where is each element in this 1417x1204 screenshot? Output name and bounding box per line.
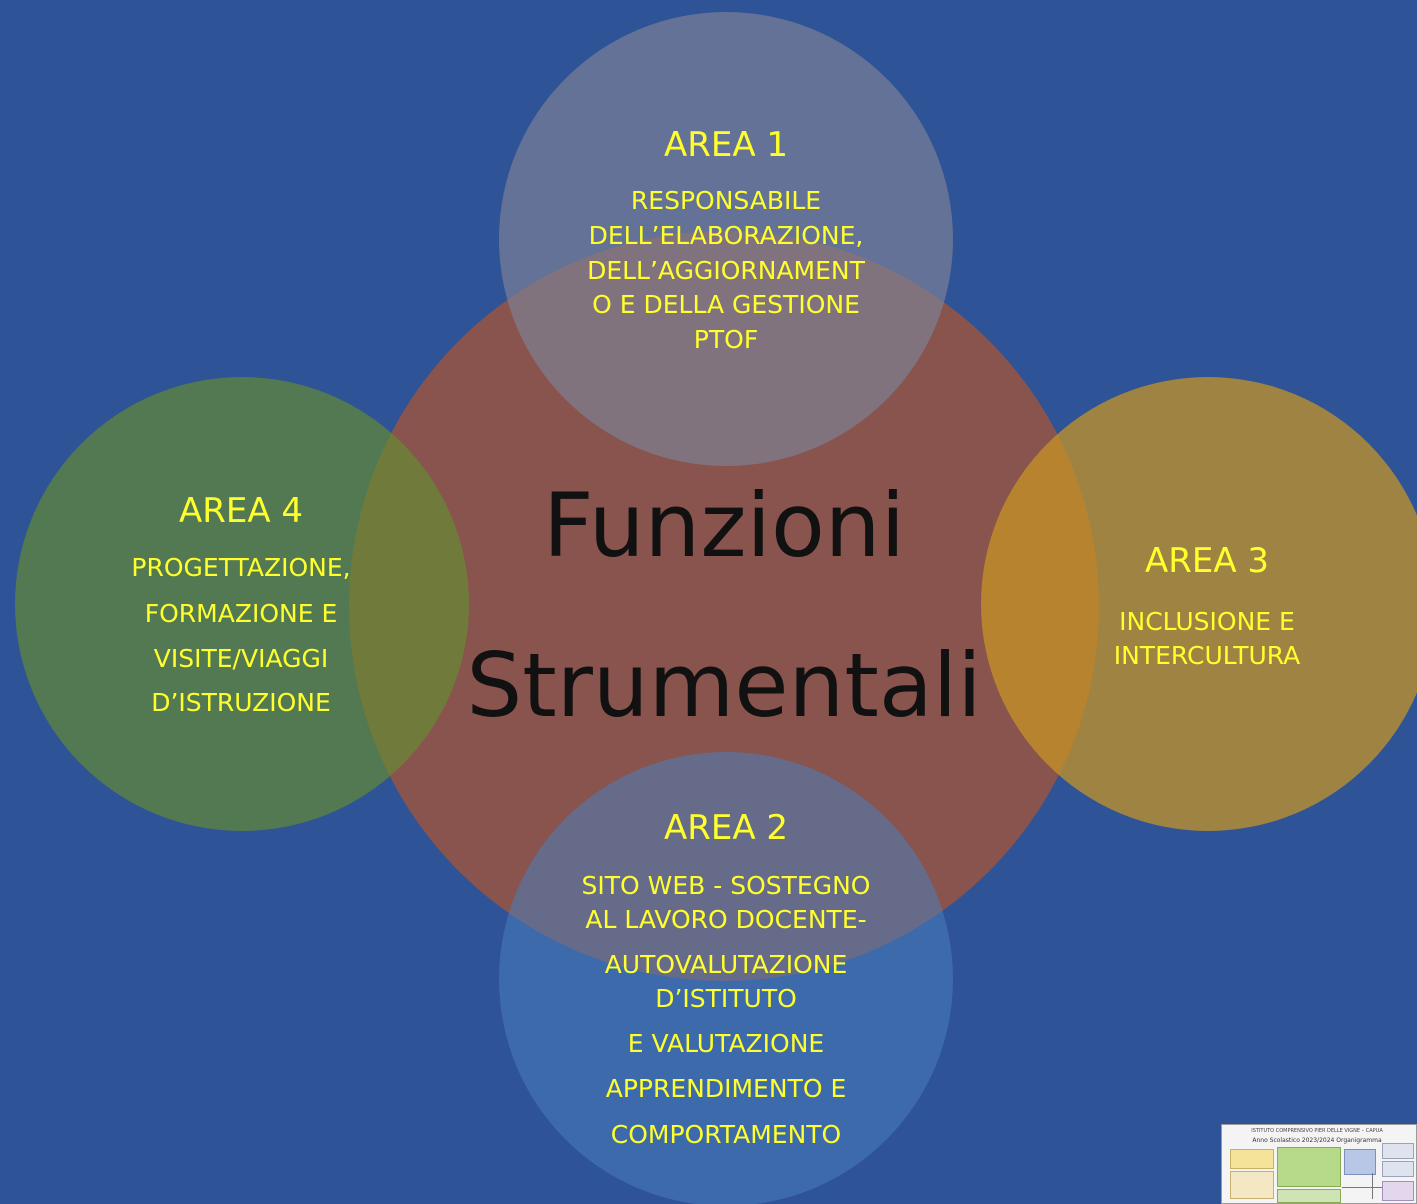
area1-line: RESPONSABILE xyxy=(630,186,822,215)
area4-line: PROGETTAZIONE, xyxy=(131,553,351,582)
thumbnail-subheader: Anno Scolastico 2023/2024 Organigramma xyxy=(1252,1137,1382,1144)
area2-line: AL LAVORO DOCENTE- xyxy=(585,905,867,934)
area3-title: AREA 3 xyxy=(1144,541,1270,581)
area1-line: DELL’ELABORAZIONE, xyxy=(588,221,864,250)
area1-title: AREA 1 xyxy=(663,125,789,165)
thumbnail-block xyxy=(1382,1143,1414,1159)
organigramma-thumbnail[interactable]: ISTITUTO COMPRENSIVO PIER DELLE VIGNE – … xyxy=(1221,1124,1417,1204)
thumbnail-block xyxy=(1230,1149,1274,1169)
area1-circle xyxy=(499,12,953,466)
title-line1: Funzioni xyxy=(542,474,906,577)
thumbnail-connector xyxy=(1372,1173,1373,1199)
thumbnail-block xyxy=(1277,1147,1341,1187)
area2-line: AUTOVALUTAZIONE xyxy=(604,950,848,979)
thumbnail-block xyxy=(1382,1161,1414,1177)
area4-line: VISITE/VIAGGI xyxy=(153,644,329,673)
area2-line: SITO WEB - SOSTEGNO xyxy=(581,871,871,900)
area1-line: DELL’AGGIORNAMENT xyxy=(587,256,865,285)
area2-line: E VALUTAZIONE xyxy=(627,1029,825,1058)
thumbnail-block xyxy=(1230,1171,1274,1199)
area3-circle xyxy=(981,377,1417,831)
thumbnail-connector xyxy=(1342,1187,1382,1188)
area4-line: FORMAZIONE E xyxy=(144,599,338,628)
thumbnail-header: ISTITUTO COMPRENSIVO PIER DELLE VIGNE – … xyxy=(1251,1128,1383,1134)
thumbnail-block xyxy=(1277,1189,1341,1203)
area2-circle xyxy=(499,752,953,1204)
thumbnail-block xyxy=(1344,1149,1376,1175)
area1-line: O E DELLA GESTIONE xyxy=(592,290,860,319)
area4-title: AREA 4 xyxy=(178,491,304,531)
area3-line: INTERCULTURA xyxy=(1113,641,1301,670)
area4-line: D’ISTRUZIONE xyxy=(151,688,331,717)
title-line2: Strumentali xyxy=(466,634,982,737)
area2-line: COMPORTAMENTO xyxy=(610,1120,842,1149)
area3-line: INCLUSIONE E xyxy=(1119,607,1295,636)
area4-circle xyxy=(15,377,469,831)
area2-title: AREA 2 xyxy=(663,808,789,848)
area2-line: APPRENDIMENTO E xyxy=(605,1074,847,1103)
thumbnail-block xyxy=(1382,1181,1414,1201)
area2-line: D’ISTITUTO xyxy=(655,984,797,1013)
area1-line: PTOF xyxy=(693,325,759,354)
